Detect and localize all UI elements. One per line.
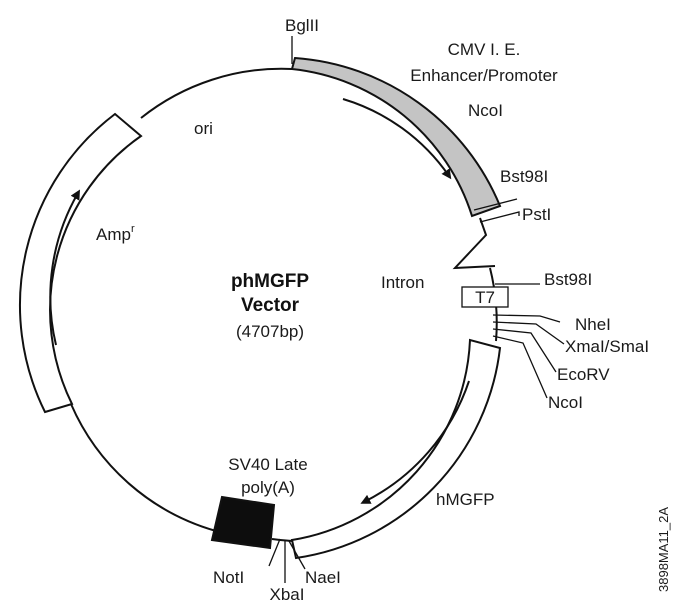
backbone-arc-left-bottom xyxy=(70,403,217,532)
sv40-label-line1: SV40 Late xyxy=(228,455,307,474)
plasmid-name: phMGFP xyxy=(231,271,309,292)
sv40-label-line2: poly(A) xyxy=(241,478,295,497)
ncoi-2-label: NcoI xyxy=(548,393,583,412)
hmgfp-block xyxy=(290,338,502,560)
naei-label: NaeI xyxy=(305,568,341,587)
intron-label: Intron xyxy=(381,273,424,292)
t7-promoter-box xyxy=(461,286,509,308)
hmgfp-label: hMGFP xyxy=(436,490,495,509)
psti-site-line xyxy=(479,211,520,223)
xmai-site-line xyxy=(492,321,565,345)
amp-label: Ampr xyxy=(96,223,135,244)
figure-code: 3898MA11_2A xyxy=(656,507,671,592)
cmv-label-line2: Enhancer/Promoter xyxy=(410,66,558,85)
ncoi-1-label: NcoI xyxy=(468,101,503,120)
xmai-smai-label: XmaI/SmaI xyxy=(565,337,649,356)
sv40-polya-block xyxy=(210,495,276,550)
backbone-arc-bottom xyxy=(271,538,293,542)
ecorv-label: EcoRV xyxy=(557,365,610,384)
amp-label-main: Amp xyxy=(96,225,131,244)
cmv-label-line1: CMV I. E. xyxy=(448,40,521,59)
psti-label: PstI xyxy=(522,205,551,224)
naei-site-line xyxy=(288,540,306,570)
ncoi-2-site-line xyxy=(492,335,548,399)
xbai-label: XbaI xyxy=(270,585,305,604)
amp-label-superscript: r xyxy=(131,223,135,235)
bst98i-1-label: Bst98I xyxy=(500,167,548,186)
noti-label: NotI xyxy=(213,568,244,587)
amp-resistance-block xyxy=(19,112,143,414)
t7-label: T7 xyxy=(475,288,495,307)
plasmid-subtitle: Vector xyxy=(241,295,300,316)
nhei-label: NheI xyxy=(575,315,611,334)
intron-zigzag xyxy=(452,217,496,270)
bglii-label: BglII xyxy=(285,16,319,35)
amp-direction-arrow xyxy=(49,189,80,346)
noti-site-line xyxy=(268,538,281,567)
ori-label: ori xyxy=(194,119,213,138)
ecorv-site-line xyxy=(492,328,557,373)
hmgfp-direction-arrow xyxy=(360,380,470,504)
nhei-site-line xyxy=(492,314,561,323)
backbone-arc-top xyxy=(140,67,293,119)
cmv-promoter-block xyxy=(290,56,502,218)
cmv-direction-arrow xyxy=(342,98,452,180)
bst98i-2-label: Bst98I xyxy=(544,270,592,289)
bst98i-1-site-line xyxy=(473,198,518,211)
plasmid-size: (4707bp) xyxy=(236,322,304,341)
